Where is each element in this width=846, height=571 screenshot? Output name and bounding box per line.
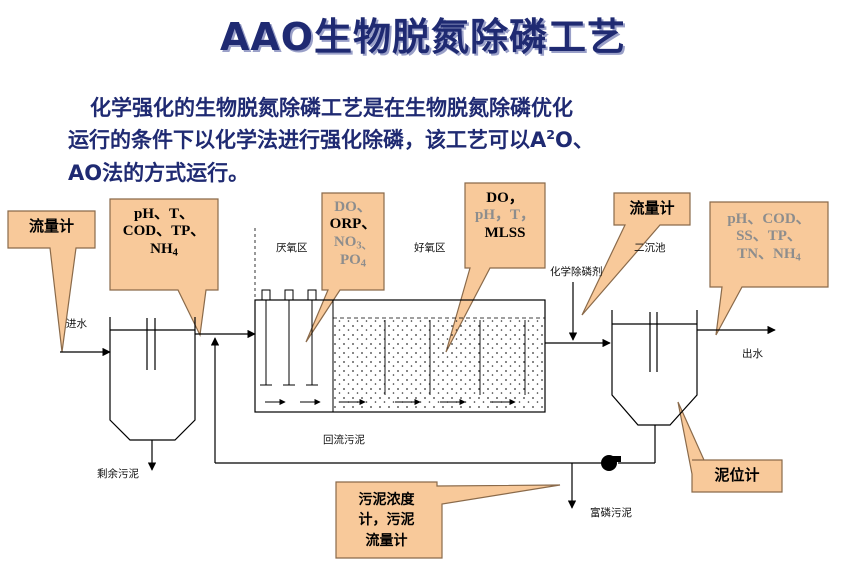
flowmeter-in-text: 流量计 bbox=[28, 217, 74, 235]
label-effluent: 出水 bbox=[742, 348, 763, 360]
intro-line-3: AO法的方式运行。 bbox=[68, 161, 250, 185]
effluent-param-3: TN、NH4 bbox=[710, 246, 828, 265]
anaerobic-param-3-sub: 3、 bbox=[356, 240, 373, 252]
reactor-tank bbox=[254, 289, 546, 413]
anaerobic-param-4-main: PO bbox=[339, 252, 361, 269]
aerobic-param-1: DO， bbox=[486, 190, 524, 206]
label-return-sludge: 回流污泥 bbox=[323, 434, 365, 446]
label-aerobic-zone: 好氧区 bbox=[414, 242, 446, 254]
callout-sludge-meters bbox=[335, 481, 561, 559]
callout-flowmeter-chem bbox=[581, 192, 691, 316]
anaerobic-param-2: ORP、 bbox=[329, 216, 377, 233]
intro-line-2-text: 运行的条件下以化学法进行强化除磷，该工艺可以A bbox=[68, 128, 547, 152]
label-chem-dosing: 化学除磷剂 bbox=[550, 266, 603, 278]
influent-params-text: pH、T、 COD、TP、 NH4 bbox=[110, 206, 218, 259]
page-title: AAO生物脱氮除磷工艺 bbox=[219, 15, 627, 59]
callout-influent-params bbox=[109, 198, 219, 338]
aerobic-param-2: pH，T， bbox=[474, 207, 535, 224]
influent-param-3-sub: 4 bbox=[172, 247, 178, 259]
label-anaerobic-zone: 厌氧区 bbox=[276, 242, 308, 254]
influent-param-2: COD、TP、 bbox=[122, 223, 206, 240]
influent-param-3: NH4 bbox=[110, 241, 218, 260]
intro-line-2-superscript: 2 bbox=[546, 127, 556, 142]
aerobic-params-text: DO， pH，T， MLSS bbox=[465, 190, 545, 242]
intro-line-2-tail: O、 bbox=[555, 128, 594, 152]
callout-anaerobic-params bbox=[305, 192, 385, 343]
callout-flowmeter-in bbox=[7, 210, 96, 353]
anaerobic-param-1: DO、 bbox=[334, 199, 372, 215]
anaerobic-param-4-sub: 4 bbox=[360, 258, 367, 270]
effluent-params-text: pH、COD、 SS、TP、 TN、NH4 bbox=[710, 211, 828, 264]
label-p-rich-sludge: 富磷污泥 bbox=[590, 507, 632, 519]
callout-effluent-params bbox=[709, 201, 829, 336]
sludge-level-text: 泥位计 bbox=[714, 466, 760, 484]
label-secondary-clarifier: 二沉池 bbox=[634, 242, 666, 254]
sludge-meter-line-2: 计，污泥 bbox=[358, 512, 415, 529]
return-sludge-line bbox=[210, 337, 656, 464]
label-excess-sludge: 剩余污泥 bbox=[97, 468, 139, 480]
sludge-meter-line-3: 流量计 bbox=[365, 532, 408, 549]
anaerobic-param-4: PO4 bbox=[322, 252, 384, 271]
anaerobic-param-3: NO3、 bbox=[322, 234, 384, 253]
callout-sludge-level bbox=[677, 401, 783, 493]
intro-line-2: 运行的条件下以化学法进行强化除磷，该工艺可以A2O、 bbox=[68, 124, 594, 154]
anaerobic-param-3-main: NO bbox=[333, 233, 357, 250]
callout-aerobic-params bbox=[445, 182, 546, 353]
influent-param-1: pH、T、 bbox=[133, 206, 194, 222]
secondary-clarifier bbox=[611, 310, 698, 426]
flowmeter-chem-text: 流量计 bbox=[629, 199, 675, 217]
anaerobic-params-text: DO、 ORP、 NO3、 PO4 bbox=[322, 199, 384, 271]
sludge-meter-line-1: 污泥浓度 bbox=[358, 492, 415, 508]
sludge-meters-text: 污泥浓度 计，污泥 流量计 bbox=[336, 490, 437, 551]
intro-line-1: 化学强化的生物脱氮除磷工艺是在生物脱氮除磷优化 bbox=[90, 96, 573, 120]
effluent-param-1: pH、COD、 bbox=[727, 211, 811, 227]
effluent-param-2: SS、TP、 bbox=[736, 228, 802, 245]
pump-icon bbox=[601, 455, 621, 471]
primary-tank bbox=[109, 317, 196, 441]
influent-param-3-main: NH bbox=[150, 240, 173, 257]
aerobic-param-3: MLSS bbox=[484, 224, 526, 241]
effluent-param-3-main: TN、NH bbox=[737, 245, 796, 262]
label-influent: 进水 bbox=[66, 318, 87, 330]
effluent-param-3-sub: 4 bbox=[795, 252, 801, 264]
